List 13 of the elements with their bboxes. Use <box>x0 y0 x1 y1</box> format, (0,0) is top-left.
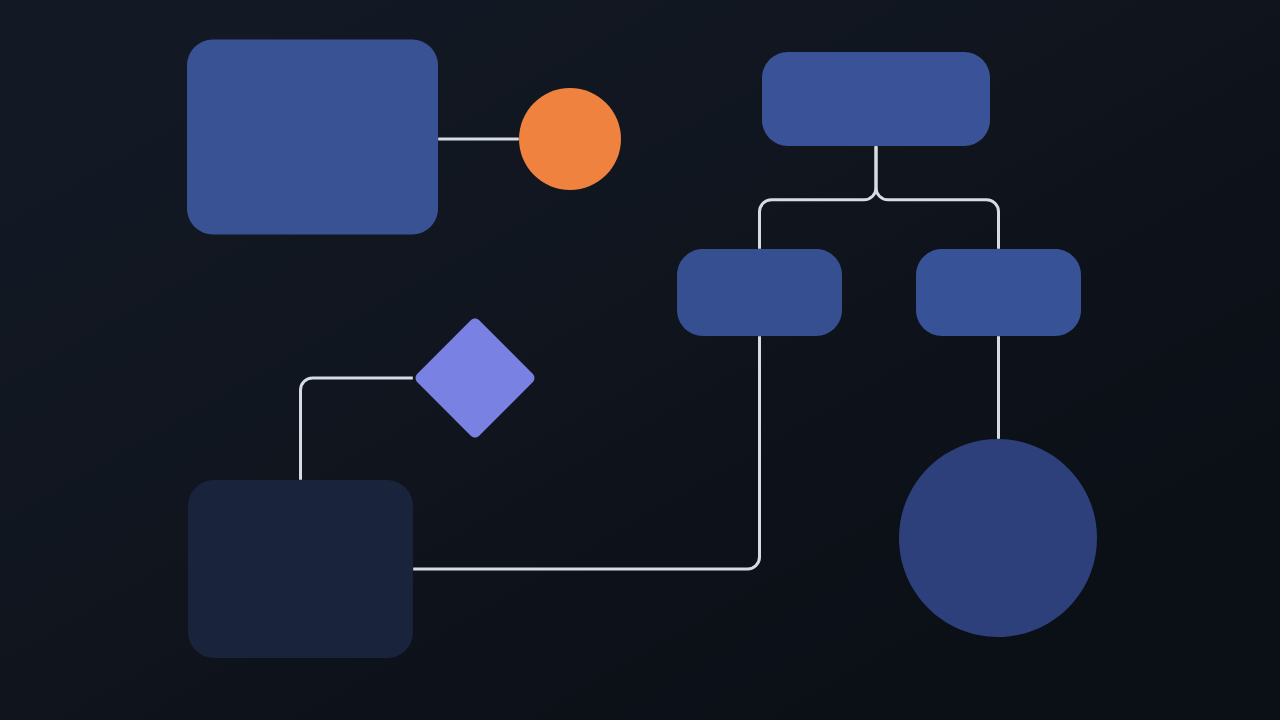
circle-shape <box>519 88 621 190</box>
circle-shape <box>899 439 1097 637</box>
connector-line <box>997 336 1000 439</box>
rounded-box <box>916 249 1081 336</box>
connector-line <box>413 336 761 571</box>
rounded-box <box>187 39 438 235</box>
connector-line <box>299 376 413 480</box>
diamond-shape <box>415 318 535 438</box>
rounded-box <box>677 249 842 336</box>
rounded-box <box>188 480 413 658</box>
connector-line <box>874 146 1000 249</box>
rounded-box <box>762 52 990 146</box>
connector-line <box>438 137 519 141</box>
